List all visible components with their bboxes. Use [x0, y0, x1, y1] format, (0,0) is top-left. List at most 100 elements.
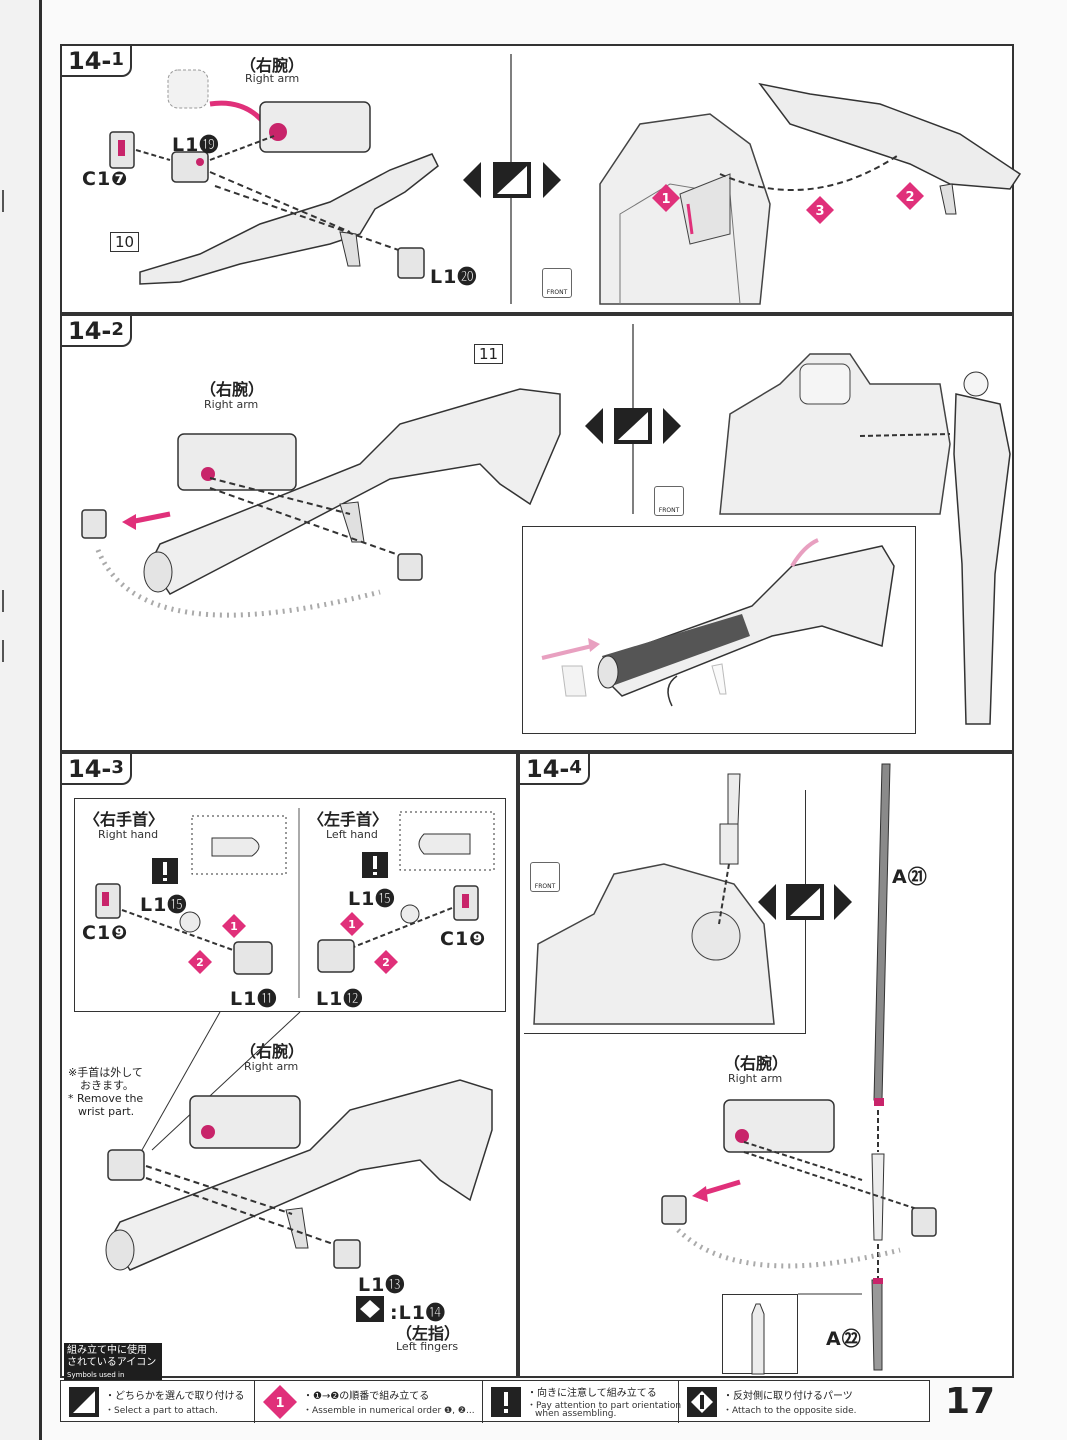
wrist-part — [107, 1149, 145, 1181]
right-hand-label-jp: 〈右手首〉 — [84, 810, 165, 829]
order-marker-1 — [652, 184, 680, 212]
right-arm-label-jp: （右腕） — [200, 380, 265, 399]
legend-item-opposite: ・反対側に取り付けるパーツ ・Attach to the opposite si… — [679, 1381, 931, 1423]
svg-text:2: 2 — [196, 956, 204, 969]
bazooka-standing — [953, 393, 1011, 725]
legend-attention-en: ・Pay attention to part orientation — [527, 1401, 682, 1411]
legend-select-jp: ・どちらかを選んで取り付ける — [105, 1391, 245, 1402]
legend-item-select: ・どちらかを選んで取り付ける ・Select a part to attach. — [61, 1381, 255, 1423]
edge-mark — [2, 640, 16, 662]
l1-20-part — [397, 247, 425, 279]
step-14-4-label: 14-4 — [518, 752, 590, 785]
hand-part-alt — [911, 1207, 937, 1237]
part-l1-15-right: L1⓯ — [140, 894, 188, 916]
svg-text:2: 2 — [905, 190, 914, 205]
attention-icon — [491, 1387, 521, 1417]
bazooka-part — [109, 1079, 493, 1271]
legend-attention-jp: ・向きに注意して組み立てる — [527, 1388, 657, 1399]
step-number: 14 — [68, 755, 102, 783]
step-14-3-main-diagram — [105, 1011, 493, 1322]
right-arm-part — [259, 101, 371, 153]
svg-text:1: 1 — [230, 920, 238, 933]
front-view-badge: FRONT — [530, 862, 560, 892]
left-hand-label-jp: 〈左手首〉 — [308, 810, 389, 829]
right-arm-label-jp: （右腕） — [724, 1054, 789, 1073]
wrist-box-divider — [298, 808, 300, 998]
order-marker-3 — [806, 196, 834, 224]
select-icon — [69, 1387, 99, 1417]
note-en-line1: * Remove the — [68, 1092, 144, 1105]
legend-title: 組み立て中に使用 されているアイコン Symbols used in instr… — [64, 1343, 162, 1391]
front-view-badge: FRONT — [542, 268, 572, 298]
front-badge-label: FRONT — [546, 289, 568, 296]
svg-text:1: 1 — [275, 1396, 284, 1411]
swap-dotted-arrow — [676, 1228, 901, 1269]
left-hand-label-en: Left hand — [326, 828, 378, 841]
symbol-legend: ・どちらかを選んで取り付ける ・Select a part to attach.… — [60, 1380, 931, 1423]
step-sub-number: 1 — [111, 49, 124, 70]
right-arm-label-jp: （右腕） — [240, 1042, 305, 1061]
runner-box-11: 11 — [474, 344, 504, 364]
right-arm-label-jp: （右腕） — [240, 56, 305, 75]
remove-wrist-note: ※手首は外して おきます。 * Remove the wrist part. — [68, 1066, 143, 1118]
part-c1-7: C1❼ — [82, 168, 129, 190]
legend-select-en: ・Select a part to attach. — [105, 1406, 218, 1416]
right-arm-label-en: Right arm — [728, 1072, 783, 1085]
svg-text:2: 2 — [382, 956, 390, 969]
step-14-2-right-diagram — [719, 353, 1011, 725]
step-number: 14 — [68, 317, 102, 345]
step-14-2-left-diagram — [81, 388, 561, 618]
order-icon: 1 — [263, 1385, 297, 1419]
swap-dotted-arrow — [95, 549, 381, 618]
pink-curved-arrow — [209, 100, 267, 126]
gundam-upper-body — [719, 353, 951, 515]
part-l1-20: L1⓴ — [430, 266, 478, 288]
part-c1-9-left: C1❾ — [440, 928, 487, 950]
step-sub-number: 4 — [569, 757, 582, 778]
page-number: 17 — [944, 1381, 996, 1422]
ball-joint — [179, 911, 201, 933]
joint-detail-box-left — [399, 811, 495, 871]
part-c1-9-right: C1❾ — [82, 922, 129, 944]
legend-title-line1: 組み立て中に使用 — [67, 1345, 147, 1356]
right-arm-part — [723, 1099, 835, 1153]
step-14-4-arm-diagram — [661, 1099, 937, 1269]
step-14-4-shoulder-diagram — [533, 773, 775, 1025]
bazooka-part — [149, 388, 561, 595]
part-a22: A㉒ — [826, 1328, 862, 1350]
right-hand-label-en: Right hand — [98, 828, 159, 841]
step-number: 14 — [526, 755, 560, 783]
right-arm-part — [189, 1095, 301, 1149]
runner-box-10: 10 — [110, 232, 140, 252]
part-a21: A㉑ — [892, 866, 928, 888]
left-fingers-label-en: Left fingers — [396, 1340, 459, 1353]
select-icon — [758, 884, 852, 920]
hand-part — [661, 1195, 687, 1225]
legend-title-line2: されているアイコン — [67, 1357, 157, 1368]
legend-order-jp: ・❶→❷の順番で組み立てる — [303, 1391, 430, 1402]
saber-hilt-part — [727, 773, 741, 825]
edge-mark — [2, 590, 16, 612]
part-l1-12: L1⓬ — [316, 988, 364, 1010]
part-l1-15-left: L1⓯ — [348, 888, 396, 910]
svg-text:1: 1 — [661, 192, 670, 207]
select-icon — [585, 408, 681, 444]
svg-text:1: 1 — [348, 918, 356, 931]
svg-text:3: 3 — [815, 204, 824, 219]
note-jp-line1: ※手首は外して — [68, 1066, 143, 1079]
arm-socket — [269, 123, 287, 141]
opposite-side-icon — [687, 1387, 717, 1417]
step-14-1-right-diagram: 1 2 3 — [599, 82, 1022, 305]
step-number: 14 — [68, 47, 102, 75]
right-arm-label-en: Right arm — [204, 398, 259, 411]
legend-order-en: ・Assemble in numerical order ❶, ❷... — [303, 1406, 475, 1416]
hand-ghost-part — [167, 69, 209, 109]
rifle-on-back — [758, 82, 1022, 190]
beam-saber-blade — [871, 763, 891, 1371]
step-sub-number: 2 — [111, 319, 124, 340]
inset-bazooka-diagram — [541, 538, 895, 707]
part-l1-11: L1⓫ — [230, 988, 278, 1010]
beam-rifle-part — [139, 153, 439, 285]
hand-part-alt — [397, 553, 423, 581]
right-arm-label-en: Right arm — [245, 72, 300, 85]
